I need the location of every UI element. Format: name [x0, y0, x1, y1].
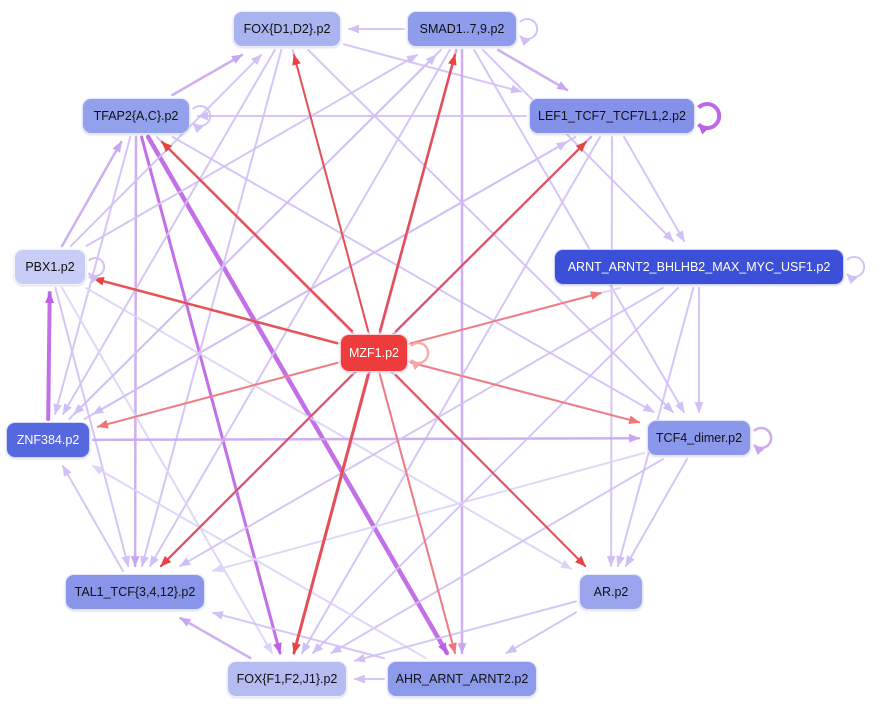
graph-edge-lef1-ar	[606, 136, 616, 568]
node-label: FOX{D1,D2}.p2	[243, 22, 331, 36]
graph-edge-mzf1-lef1	[395, 141, 587, 332]
graph-edge-mzf1-pbx1	[92, 276, 339, 345]
graph-edge-tfap2-ahr	[145, 134, 450, 656]
graph-edge-smad-tcf4	[473, 49, 685, 413]
self-loop-smad	[519, 18, 539, 47]
graph-edge-tfap2-foxd	[171, 53, 244, 97]
graph-node-arnt[interactable]: ARNT_ARNT2_BHLHB2_MAX_MYC_USF1.p2	[554, 249, 844, 285]
graph-edge-mzf1-znf384	[96, 361, 338, 429]
graph-edge-foxd-tal1	[140, 49, 283, 568]
graph-edge-mzf1-tal1	[160, 374, 353, 567]
self-loop-pbx1	[87, 257, 106, 284]
graph-node-tfap2[interactable]: TFAP2{A,C}.p2	[82, 98, 190, 134]
graph-edge-smad-tal1	[149, 49, 451, 567]
graph-edge-pbx1-foxf	[61, 287, 273, 654]
graph-node-foxf[interactable]: FOX{F1,F2,J1}.p2	[227, 661, 347, 697]
graph-node-ahr[interactable]: AHR_ARNT_ARNT2.p2	[387, 661, 537, 697]
graph-node-pbx1[interactable]: PBX1.p2	[14, 249, 86, 285]
self-loop-lef1	[697, 102, 722, 135]
graph-node-tcf4[interactable]: TCF4_dimer.p2	[647, 420, 751, 456]
graph-edge-tfap2-foxf	[140, 135, 282, 655]
graph-node-mzf1[interactable]: MZF1.p2	[340, 334, 408, 372]
node-label: SMAD1..7,9.p2	[419, 22, 505, 36]
graph-edge-tcf4-ar	[624, 458, 688, 567]
graph-edge-smad-arnt	[481, 49, 675, 242]
graph-edge-znf384-lef1	[83, 141, 568, 420]
graph-edge-mzf1-ahr	[378, 374, 457, 655]
graph-node-tal1[interactable]: TAL1_TCF{3,4,12}.p2	[65, 574, 205, 610]
node-label: TFAP2{A,C}.p2	[93, 109, 179, 123]
node-label: PBX1.p2	[25, 260, 75, 274]
graph-edge-foxd-znf384	[62, 49, 276, 415]
graph-edge-ar-foxf	[353, 600, 577, 663]
graph-edge-pbx1-tal1	[54, 287, 130, 568]
graph-edge-tfap2-tal1	[130, 135, 140, 568]
graph-edge-ar-ahr	[505, 611, 577, 654]
graph-edge-foxf-tal1	[179, 616, 252, 660]
node-label: TCF4_dimer.p2	[655, 431, 743, 445]
graph-edge-foxd-lef1	[343, 43, 523, 94]
graph-edge-pbx1-foxd	[69, 54, 263, 247]
graph-edge-pbx1-tfap2	[60, 140, 123, 248]
graph-node-lef1[interactable]: LEF1_TCF7_TCF7L1,2.p2	[529, 98, 695, 134]
node-label: FOX{F1,F2,J1}.p2	[236, 672, 338, 686]
self-loop-arnt	[846, 256, 866, 285]
graph-edge-tal1-znf384	[61, 465, 124, 572]
graph-edge-pbx1-smad	[85, 54, 418, 247]
graph-edge-tfap2-tcf4	[171, 136, 655, 413]
graph-edge-tcf4-foxf	[330, 458, 665, 654]
graph-edge-pbx1-ar	[85, 287, 572, 570]
graph-edge-mzf1-tfap2	[160, 140, 354, 333]
node-label: AR.p2	[593, 585, 629, 599]
graph-edge-znf384-pbx1	[45, 291, 54, 421]
graph-node-smad[interactable]: SMAD1..7,9.p2	[407, 11, 517, 47]
graph-edge-mzf1-foxd	[292, 53, 370, 332]
node-label: TAL1_TCF{3,4,12}.p2	[74, 585, 196, 599]
graph-node-znf384[interactable]: ZNF384.p2	[6, 422, 90, 458]
self-loop-tfap2	[192, 105, 212, 134]
node-label: MZF1.p2	[348, 346, 399, 360]
graph-edge-znf384-smad	[68, 54, 437, 420]
node-label: LEF1_TCF7_TCF7L1,2.p2	[538, 109, 686, 123]
graph-edge-mzf1-foxf	[292, 373, 370, 655]
node-label: ARNT_ARNT2_BHLHB2_MAX_MYC_USF1.p2	[567, 260, 831, 274]
graph-edge-smad-lef1	[496, 48, 569, 92]
graph-edge-arnt-tal1	[179, 287, 664, 567]
graph-edge-lef1-foxf	[301, 136, 601, 654]
graph-edge-tcf4-tal1	[211, 452, 645, 573]
graph-edge-arnt-foxf	[312, 287, 679, 654]
graph-edge-mzf1-tcf4	[410, 361, 641, 425]
graph-edge-mzf1-smad	[378, 53, 457, 333]
graph-edge-lef1-arnt	[623, 136, 685, 242]
graph-edge-mzf1-ar	[394, 374, 587, 567]
self-loop-mzf1	[410, 341, 430, 371]
self-loop-tcf4	[753, 426, 773, 456]
graph-edge-znf384-tcf4	[91, 433, 641, 443]
graph-edge-mzf1-arnt	[410, 291, 602, 345]
node-label: ZNF384.p2	[16, 433, 80, 447]
node-label: AHR_ARNT_ARNT2.p2	[395, 672, 529, 686]
graph-node-ar[interactable]: AR.p2	[579, 574, 643, 610]
graph-edge-ahr-znf384	[92, 465, 427, 659]
graph-node-foxd[interactable]: FOX{D1,D2}.p2	[233, 11, 341, 47]
